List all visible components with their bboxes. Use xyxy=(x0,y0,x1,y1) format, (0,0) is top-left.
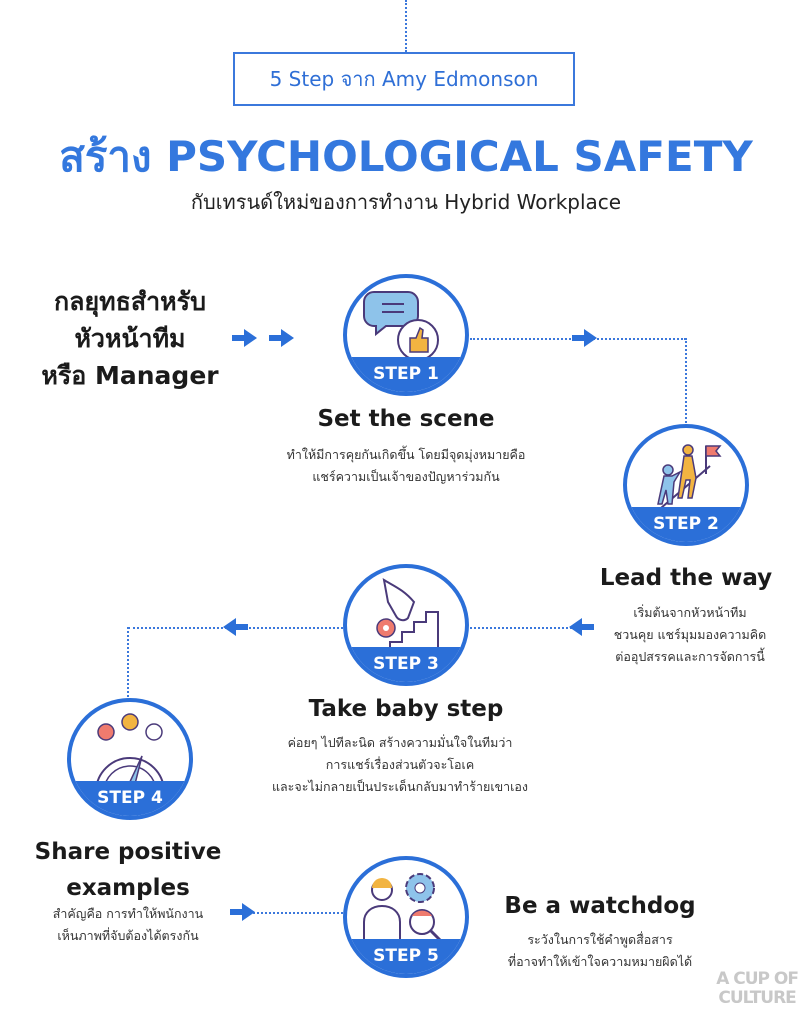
step-3-badge: STEP 3 xyxy=(343,564,469,686)
description-line: และจะไม่กลายเป็นประเด็นกลับมาทำร้ายเขาเอ… xyxy=(271,779,529,794)
chat-thumbs-up-icon xyxy=(363,291,439,361)
step-label: STEP 2 xyxy=(627,506,745,542)
title-line: examples xyxy=(66,875,190,901)
person-gear-magnifier-icon xyxy=(363,873,442,946)
step-2-title: Lead the way xyxy=(599,565,773,591)
step-4-title: Share positive examples xyxy=(35,834,222,906)
step-5-title: Be a watchdog xyxy=(504,893,696,919)
step-4-description: สำคัญคือ การทำให้พนักงาน เห็นภาพที่จับต้… xyxy=(53,903,203,947)
step-3-description: ค่อยๆ ไปทีละนิด สร้างความมั่นใจในทีมว่า … xyxy=(272,732,528,798)
arrow-right-icon xyxy=(230,903,255,921)
step-3-title: Take baby step xyxy=(308,696,504,722)
source-tag: 5 Step จาก Amy Edmonson xyxy=(233,52,575,106)
description-line: ทำให้มีการคุยกันเกิดขึ้น โดยมีจุดมุ่งหมา… xyxy=(286,447,526,462)
arrow-right-icon xyxy=(572,329,597,347)
step-4-badge: STEP 4 xyxy=(67,698,193,820)
description-line: แชร์ความเป็นเจ้าของปัญหาร่วมกัน xyxy=(312,469,500,484)
description-line: การแชร์เรื่องส่วนตัวจะโอเค xyxy=(325,757,475,772)
arrow-right-icon xyxy=(232,329,257,347)
connector-line xyxy=(250,912,343,914)
description-line: ชวนคุย แชร์มุมมองความคิด xyxy=(613,627,767,642)
step-label: STEP 4 xyxy=(71,780,189,816)
step-1-badge: STEP 1 xyxy=(343,274,469,396)
description-line: ค่อยๆ ไปทีละนิด สร้างความมั่นใจในทีมว่า xyxy=(287,735,513,750)
climbing-flag-icon xyxy=(653,444,722,515)
step-5-description: ระวังในการใช้คำพูดสื่อสาร ที่อาจทำให้เข้… xyxy=(508,929,692,973)
description-line: เห็นภาพที่จับต้องได้ตรงกัน xyxy=(57,928,199,943)
connector-line xyxy=(405,0,407,52)
arrow-left-icon xyxy=(569,618,594,636)
page-subtitle: กับเทรนด์ใหม่ของการทำงาน Hybrid Workplac… xyxy=(190,190,622,214)
arrow-left-icon xyxy=(223,618,248,636)
description-line: ต่ออุปสรรคและการจัดการนี้ xyxy=(615,649,765,664)
step-label: STEP 5 xyxy=(347,938,465,974)
mood-gauge-icon xyxy=(95,713,165,790)
step-1-description: ทำให้มีการคุยกันเกิดขึ้น โดยมีจุดมุ่งหมา… xyxy=(287,444,526,488)
step-label: STEP 3 xyxy=(347,646,465,682)
connector-line xyxy=(685,338,687,426)
description-line: ที่อาจทำให้เข้าใจความหมายผิดได้ xyxy=(507,954,693,969)
title-line: Share positive xyxy=(34,839,222,865)
audience-line: กลยุทธสำหรับ xyxy=(54,287,206,316)
step-1-title: Set the scene xyxy=(317,406,495,432)
audience-label: กลยุทธสำหรับ หัวหน้าทีม หรือ Manager xyxy=(41,283,218,394)
hand-stairs-icon xyxy=(376,578,439,655)
description-line: สำคัญคือ การทำให้พนักงาน xyxy=(52,906,204,921)
description-line: ระวังในการใช้คำพูดสื่อสาร xyxy=(527,932,673,947)
page-title: สร้าง PSYCHOLOGICAL SAFETY xyxy=(59,132,753,181)
step-2-description: เริ่มต้นจากหัวหน้าทีม ชวนคุย แชร์มุมมองค… xyxy=(614,602,766,668)
step-2-badge: STEP 2 xyxy=(623,424,749,546)
connector-line xyxy=(127,627,129,701)
step-label: STEP 1 xyxy=(347,356,465,392)
step-5-badge: STEP 5 xyxy=(343,856,469,978)
audience-line: หัวหน้าทีม xyxy=(74,324,186,353)
connector-line xyxy=(470,627,580,629)
source-tag-text: 5 Step จาก Amy Edmonson xyxy=(269,67,539,91)
audience-line: หรือ Manager xyxy=(41,361,219,390)
arrow-right-icon xyxy=(269,329,294,347)
description-line: เริ่มต้นจากหัวหน้าทีม xyxy=(633,605,747,620)
